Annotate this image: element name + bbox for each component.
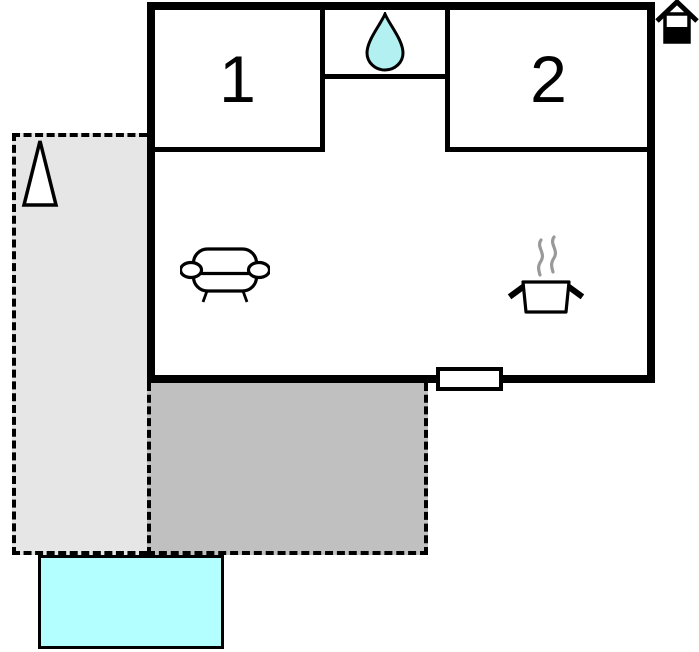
wall-bathroom-bottom [320,74,450,79]
building-outline [147,2,655,383]
house-icon [655,0,699,44]
terrace-back [147,383,428,555]
wall-bedroom2-left [445,10,450,152]
room-bathroom [325,10,445,74]
pool [38,555,224,649]
sofa-icon [180,247,270,303]
bedroom-1-number: 1 [219,41,256,116]
entrance-door [436,367,503,391]
wall-bedroom1-bottom [155,147,325,152]
north-triangle-icon [21,140,59,207]
wall-bedroom2-bottom [445,147,647,152]
bedroom-2-number: 2 [530,41,567,116]
room-bedroom-2: 2 [450,10,647,147]
wall-bedroom1-right [320,10,325,152]
room-bedroom-1: 1 [155,10,320,147]
water-drop-icon [365,12,405,72]
cooking-pot-icon [507,235,585,314]
